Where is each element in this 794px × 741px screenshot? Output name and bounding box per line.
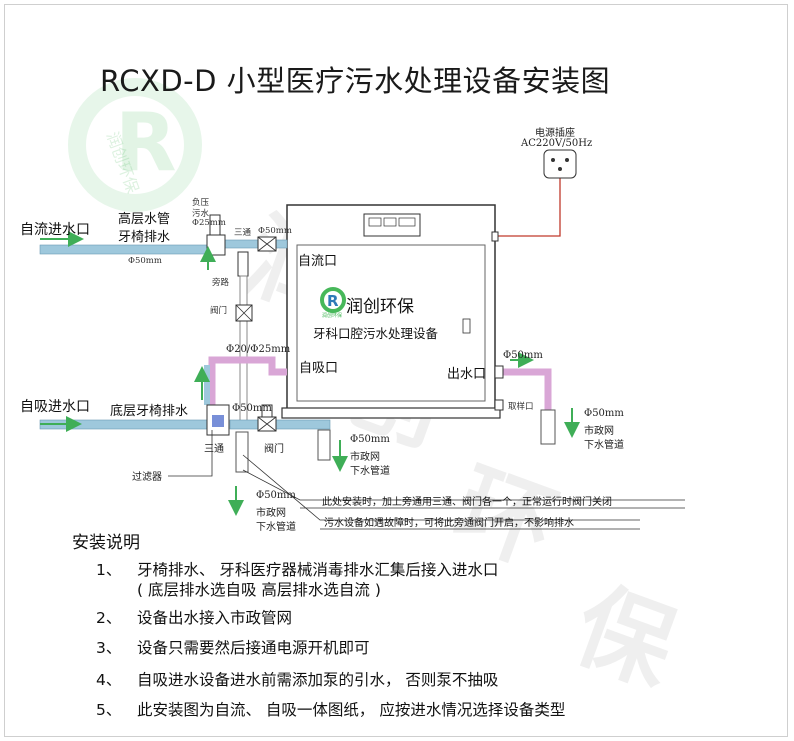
power-wire — [495, 172, 561, 237]
device-body — [286, 204, 496, 411]
instruction-4-num: 4、 — [96, 671, 122, 689]
sewer-mid-2: 市政网 — [350, 452, 380, 463]
bypass-note-2: 污水设备如遇故障时，可将此旁通阀门开启，不影响排水 — [324, 518, 574, 529]
pipe-outlet — [495, 368, 552, 410]
sewer-right-1: Φ50mm — [584, 408, 624, 419]
instruction-2-text: 设备出水接入市政管网 — [137, 609, 293, 627]
neg-pressure-3: Φ25mm — [192, 218, 226, 228]
outlet-port-label: 出水口 — [447, 367, 487, 382]
pipe-top-label: Φ50mm — [128, 256, 162, 266]
neg-pressure-2: 污水 — [192, 209, 210, 219]
page-frame — [4, 4, 788, 737]
sampling-port — [494, 399, 504, 411]
svg-text:R: R — [327, 292, 339, 310]
note-leader — [242, 469, 685, 501]
outlet-pipe-label: Φ50mm — [503, 350, 543, 361]
tee-label: 三通 — [234, 228, 252, 238]
instruction-4-text: 自吸进水设备进水前需添加泵的引水， 否则泵不抽吸 — [137, 671, 499, 689]
high-floor-label: 高层水管 — [118, 212, 171, 227]
instruction-3-num: 3、 — [96, 639, 122, 657]
self-port-label: 自吸口 — [299, 361, 339, 376]
pipe-mid-label: Φ20/Φ25mm — [226, 344, 291, 355]
svg-text:R: R — [115, 96, 177, 189]
instruction-1-num: 1、 — [96, 561, 122, 579]
neg-pressure-1: 负压 — [192, 198, 210, 208]
pipe-gravity-inlet — [39, 244, 216, 255]
sewer-right-3: 下水管道 — [584, 440, 624, 451]
gravity-inlet-label: 自流进水口 — [20, 222, 90, 238]
device-subtitle: 牙科口腔污水处理设备 — [313, 326, 439, 341]
instruction-1-text: 牙椅排水、 牙科医疗器械消毒排水汇集后接入进水口 — [137, 561, 499, 579]
control-panel — [363, 213, 421, 237]
instruction-5-num: 5、 — [96, 701, 122, 719]
dental-chair-label: 牙椅排水 — [118, 230, 171, 245]
power-label: 电源插座 — [535, 128, 575, 139]
pipe-low-label: Φ50mm — [232, 403, 272, 414]
instruction-2-num: 2、 — [96, 609, 122, 627]
gravity-tee — [206, 234, 226, 256]
pipe-self-priming — [208, 356, 287, 410]
instruction-1-text2: ( 底层排水选自吸 高层排水选自流 ) — [137, 581, 381, 599]
valve-door-label: 阀门 — [210, 306, 228, 316]
instruction-3-text: 设备只需要然后接通电源开机即可 — [137, 639, 370, 657]
sewer-left-1: Φ50mm — [256, 490, 296, 501]
filter-leader — [168, 430, 213, 477]
tee-low-label: 三通 — [204, 444, 224, 455]
page-title: RCXD-D 小型医疗污水处理设备安装图 — [100, 64, 611, 98]
bypass-note-1: 此处安装时，加上旁通用三通、阀门各一个，正常运行时阀门关闭 — [322, 497, 612, 508]
valve-low-label: 阀门 — [264, 444, 284, 455]
filter-label: 过滤器 — [132, 472, 162, 483]
gravity-port-label: 自流口 — [298, 254, 338, 269]
sewer-mid-1: Φ50mm — [350, 434, 390, 445]
device-panel — [296, 244, 486, 402]
sampling-label: 取样口 — [508, 402, 534, 412]
device-brand: 润创环保 — [346, 297, 414, 317]
sewer-mid-3: 下水管道 — [350, 466, 390, 477]
device-switch — [462, 318, 471, 334]
self-inlet-label: 自吸进水口 — [20, 399, 90, 415]
power-socket — [543, 149, 577, 179]
instruction-5-text: 此安装图为自流、 自吸一体图纸， 应按进水情况选择设备类型 — [137, 701, 566, 719]
watermark-logo: R — [68, 78, 202, 212]
device-logo — [320, 287, 346, 313]
instructions-heading: 安装说明 — [72, 533, 140, 553]
sewer-right-2: 市政网 — [584, 426, 614, 437]
bypass-label: 旁路 — [212, 278, 230, 288]
power-spec: AC220V/50Hz — [521, 138, 593, 149]
sewer-left-2: 市政网 — [256, 508, 286, 519]
self-inlet-desc: 底层牙椅排水 — [110, 404, 189, 419]
device-logo-tiny: 润创环保 — [322, 313, 343, 319]
sewer-left-3: 下水管道 — [256, 522, 296, 533]
valve-top-label: Φ50mm — [258, 226, 292, 236]
device-base — [281, 407, 501, 419]
